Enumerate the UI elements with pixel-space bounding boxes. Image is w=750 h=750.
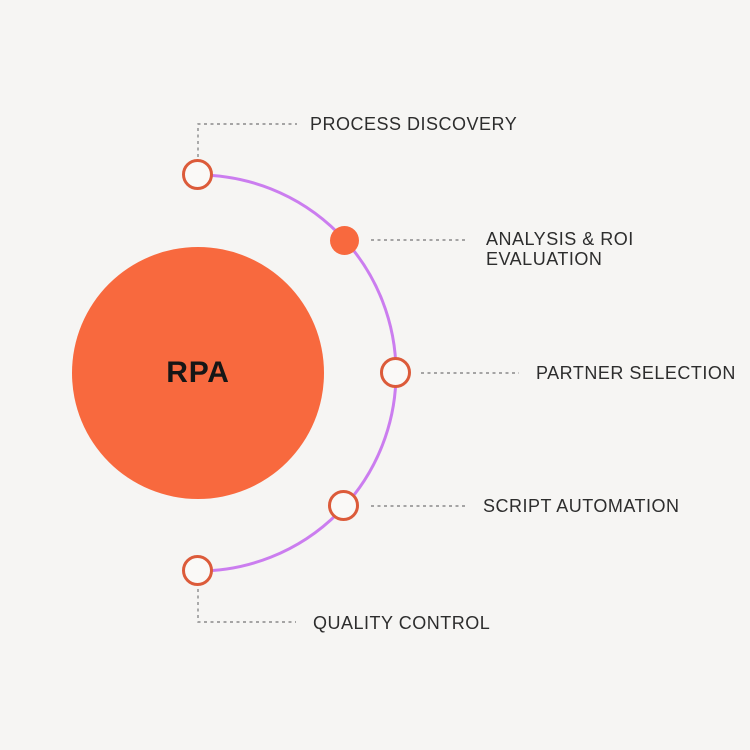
label-analysis-roi-evaluation: ANALYSIS & ROI EVALUATION (486, 229, 634, 269)
label-line: PROCESS DISCOVERY (310, 114, 518, 134)
rpa-title: RPA (166, 356, 230, 389)
label-line: SCRIPT AUTOMATION (483, 496, 680, 516)
node-marker-analysis-roi-evaluation (330, 226, 359, 255)
label-line: PARTNER SELECTION (536, 363, 736, 383)
rpa-center-circle: RPA (72, 247, 324, 499)
label-line: ANALYSIS & ROI (486, 229, 634, 249)
label-line: QUALITY CONTROL (313, 613, 491, 633)
label-line: EVALUATION (486, 249, 603, 269)
label-script-automation: SCRIPT AUTOMATION (483, 496, 680, 516)
connector-quality-control (197, 589, 296, 623)
node-marker-process-discovery (182, 159, 213, 190)
connector-process-discovery (197, 123, 297, 157)
label-quality-control: QUALITY CONTROL (313, 613, 490, 633)
label-partner-selection: PARTNER SELECTION (536, 363, 736, 383)
node-marker-quality-control (182, 555, 213, 586)
label-process-discovery: PROCESS DISCOVERY (310, 114, 517, 134)
node-marker-partner-selection (380, 357, 411, 388)
node-marker-script-automation (328, 490, 359, 521)
